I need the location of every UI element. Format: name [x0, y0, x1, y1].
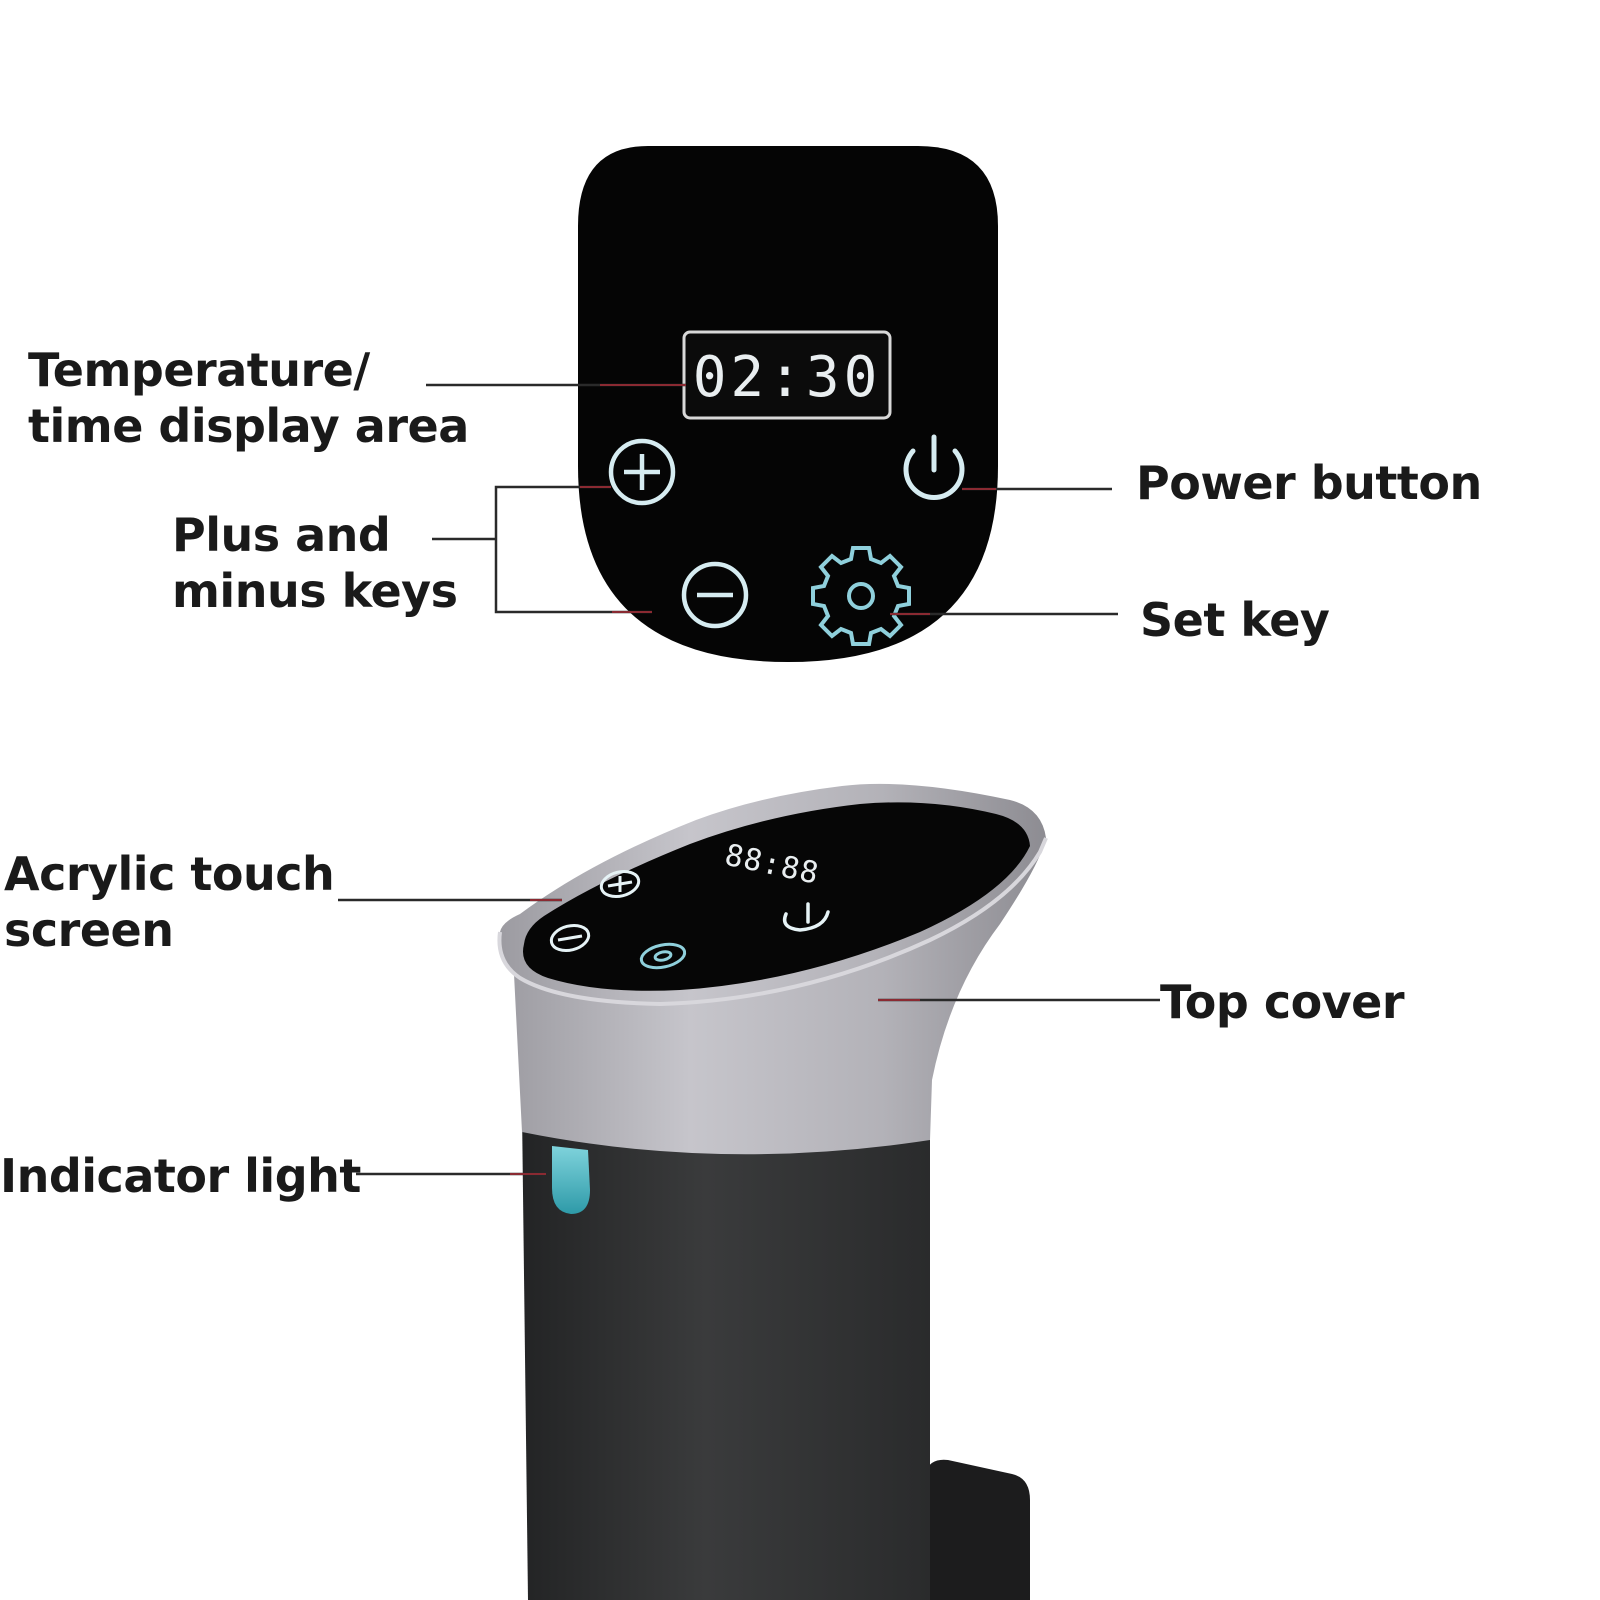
display-window	[682, 330, 892, 420]
label-plus-minus-line2: minus keys	[172, 564, 458, 619]
leader-plus-minus	[494, 485, 652, 614]
label-plus-minus: Plus and minus keys	[172, 507, 458, 619]
leader-lines-bottom	[338, 898, 1160, 1176]
label-display-area-line1: Temperature/	[28, 343, 370, 397]
immersion-device: 88:88	[497, 783, 1048, 1600]
label-display-area-line2: time display area	[28, 399, 469, 454]
small-plus-icon	[599, 869, 641, 899]
label-set-key: Set key	[1140, 592, 1330, 648]
gear-icon[interactable]	[811, 546, 911, 646]
label-touch-screen-line2: screen	[4, 903, 174, 958]
indicator-light	[552, 1146, 590, 1214]
label-power-button-text: Power button	[1136, 456, 1482, 510]
top-cover-rim	[497, 837, 1048, 1007]
label-display-area: Temperature/ time display area	[28, 342, 469, 454]
label-touch-screen-line1: Acrylic touch	[4, 847, 335, 901]
small-minus-icon	[549, 923, 591, 953]
label-set-key-text: Set key	[1140, 593, 1330, 647]
small-power-icon	[782, 902, 830, 932]
plus-circle-icon[interactable]	[608, 438, 676, 506]
label-top-cover-text: Top cover	[1160, 975, 1405, 1029]
device-clip	[924, 1459, 1030, 1600]
acrylic-touch-screen	[523, 802, 1030, 991]
small-gear-icon	[639, 942, 687, 970]
label-indicator-light-text: Indicator light	[0, 1149, 361, 1203]
control-panel: 02:30	[578, 146, 998, 662]
power-icon[interactable]	[903, 434, 965, 501]
device-body	[522, 1112, 930, 1600]
label-power-button: Power button	[1136, 455, 1482, 511]
label-touch-screen: Acrylic touch screen	[4, 846, 335, 958]
label-plus-minus-line1: Plus and	[172, 508, 391, 562]
minus-circle-icon[interactable]	[681, 561, 749, 629]
leader-lines-top	[426, 383, 1118, 616]
label-indicator-light: Indicator light	[0, 1148, 361, 1204]
display-readout: 02:30	[693, 345, 882, 410]
label-top-cover: Top cover	[1160, 974, 1405, 1030]
